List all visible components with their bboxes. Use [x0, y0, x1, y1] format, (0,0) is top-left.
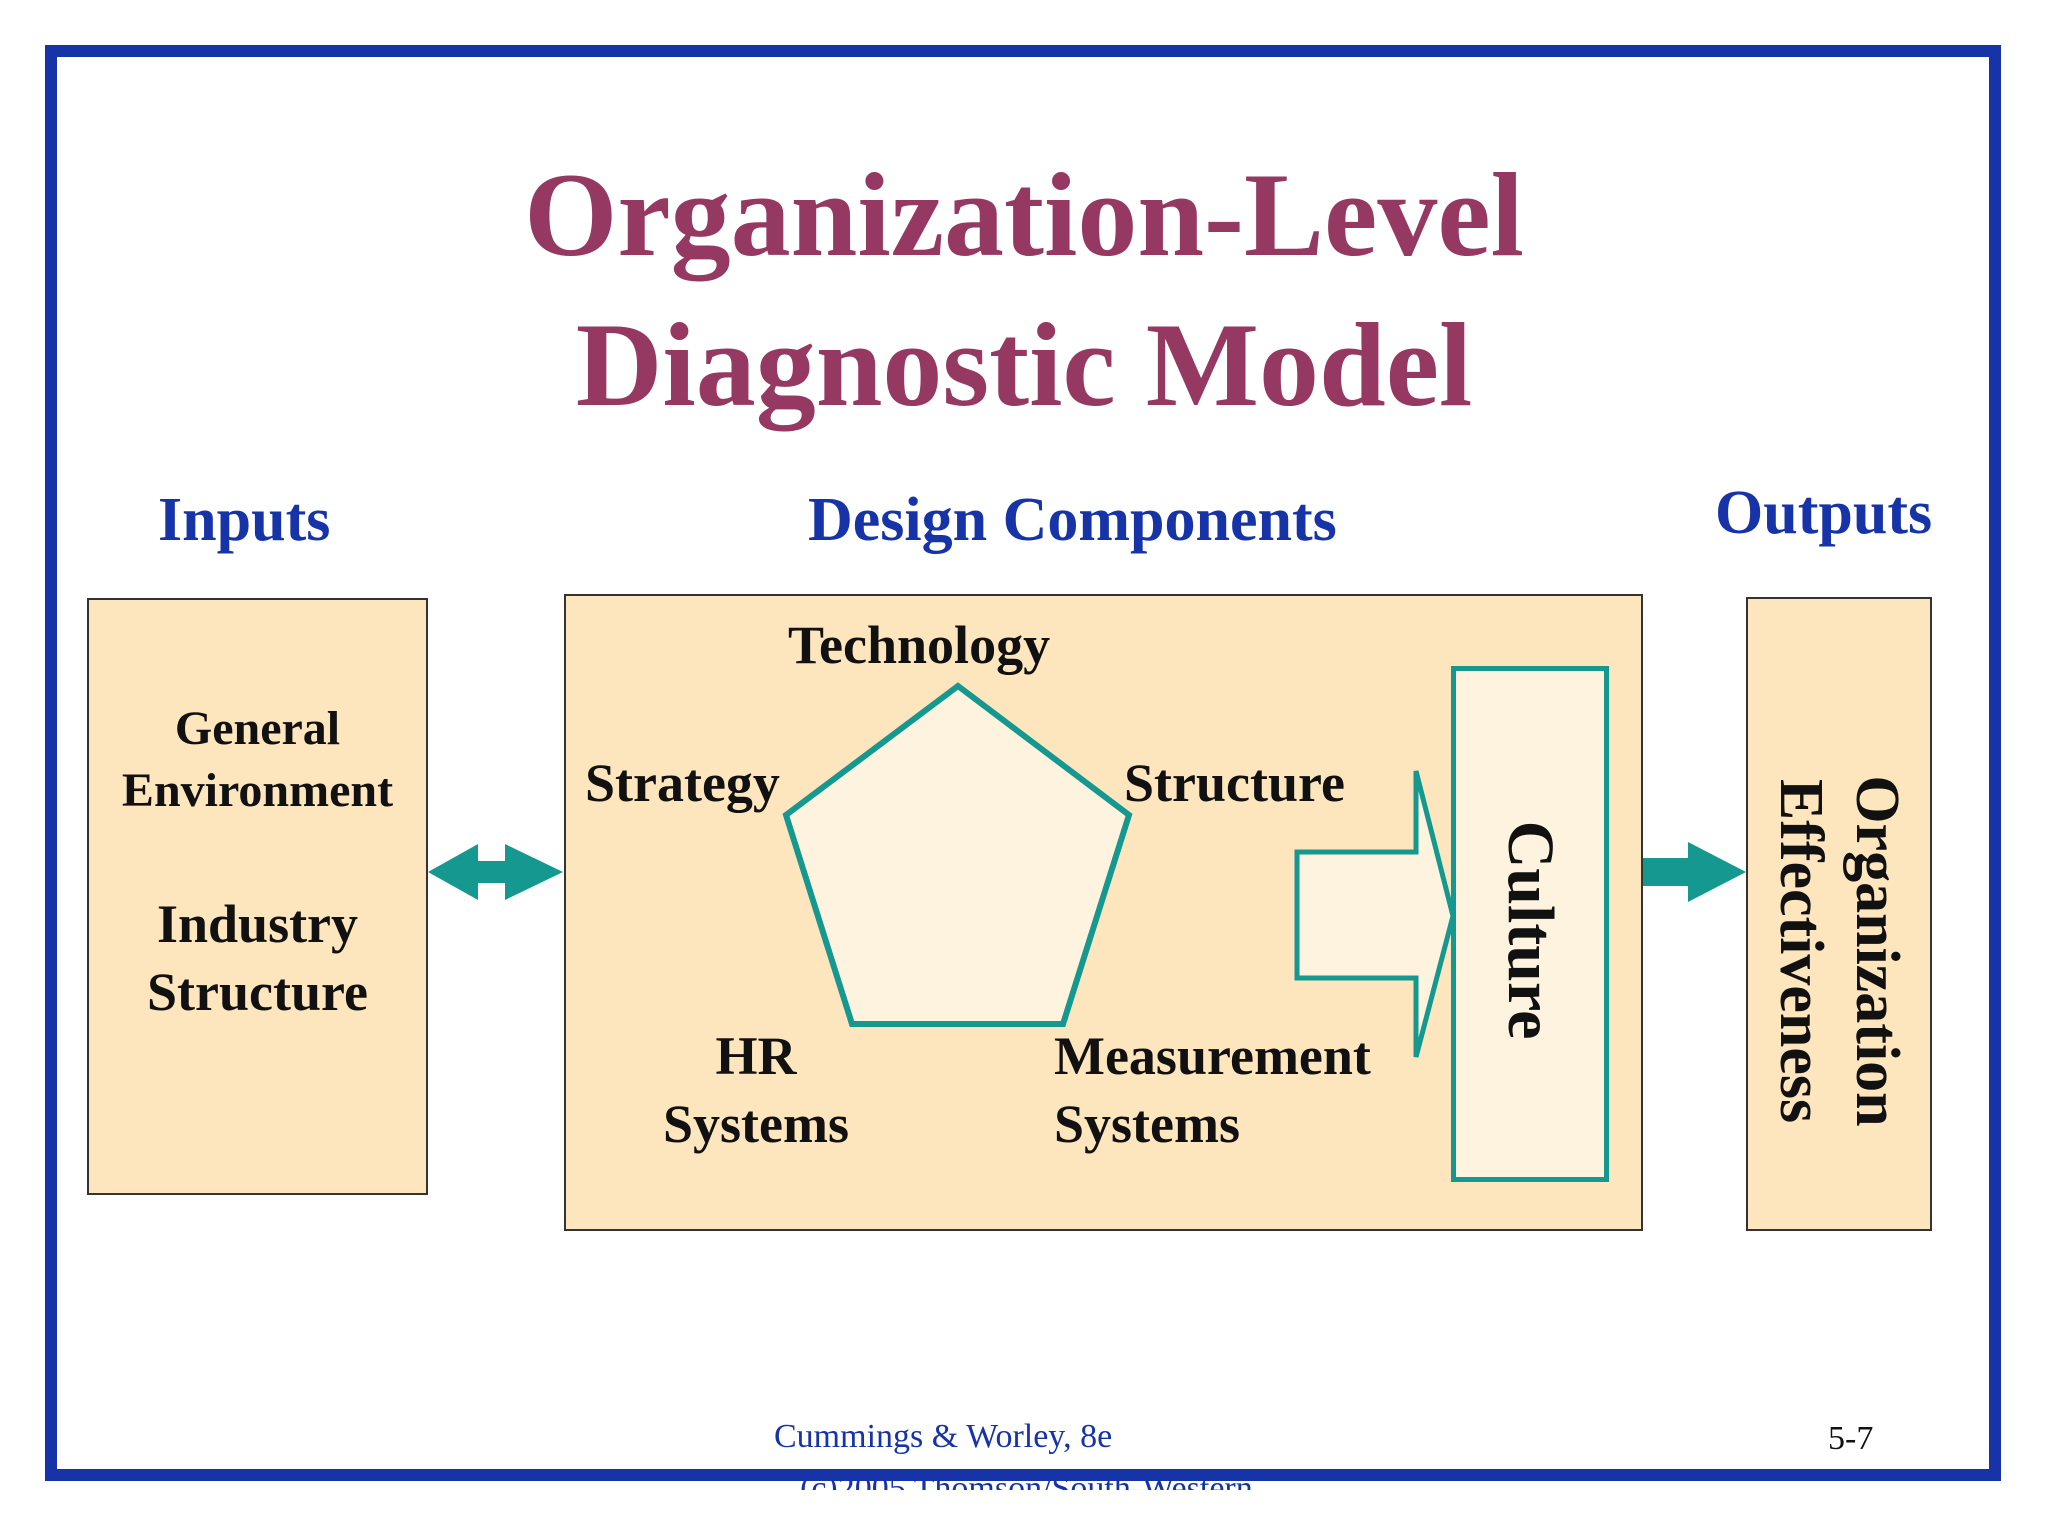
arrow-to-outputs — [1643, 842, 1746, 902]
double-arrow-inputs-design — [428, 844, 563, 900]
slide-title-line-2: Diagnostic Model — [575, 298, 1473, 431]
footer-citation: Cummings & Worley, 8e — [774, 1418, 1113, 1455]
measurement-systems-label-2: Systems — [1054, 1094, 1240, 1154]
slide-title-line-1: Organization-Level — [524, 148, 1524, 281]
design-pentagon — [782, 682, 1133, 1027]
culture-box — [1451, 666, 1609, 1182]
industry-structure-label-1: Industry — [156, 894, 359, 954]
general-environment-label-2: Environment — [121, 764, 394, 817]
hr-systems-label-2: Systems — [663, 1094, 849, 1154]
measurement-systems-label-1: Measurement — [1054, 1026, 1371, 1086]
inputs-box — [87, 598, 428, 1195]
technology-label: Technology — [788, 615, 1051, 675]
page-number: 5-7 — [1828, 1420, 1874, 1457]
culture-label: Culture — [1494, 820, 1567, 1040]
inputs-header: Inputs — [158, 486, 331, 554]
organization-effectiveness-line-2: Effectiveness — [1767, 778, 1835, 1124]
general-environment-label-1: General — [174, 702, 341, 755]
strategy-label: Strategy — [585, 753, 780, 813]
outputs-box — [1746, 597, 1932, 1231]
slide-frame — [45, 45, 2001, 1481]
outputs-header: Outputs — [1715, 479, 1933, 547]
hr-systems-label-1: HR — [715, 1026, 797, 1086]
industry-structure-label-2: Structure — [147, 962, 368, 1022]
structure-label: Structure — [1124, 753, 1345, 813]
footer-copyright: (c)2005 Thomson/South-Western — [800, 1470, 1253, 1490]
organization-effectiveness-label: Organization Effectiveness — [1763, 751, 1915, 1151]
arrow-into-culture — [1294, 770, 1456, 1058]
design-components-header: Design Components — [808, 486, 1337, 554]
organization-effectiveness-line-1: Organization — [1843, 775, 1911, 1127]
